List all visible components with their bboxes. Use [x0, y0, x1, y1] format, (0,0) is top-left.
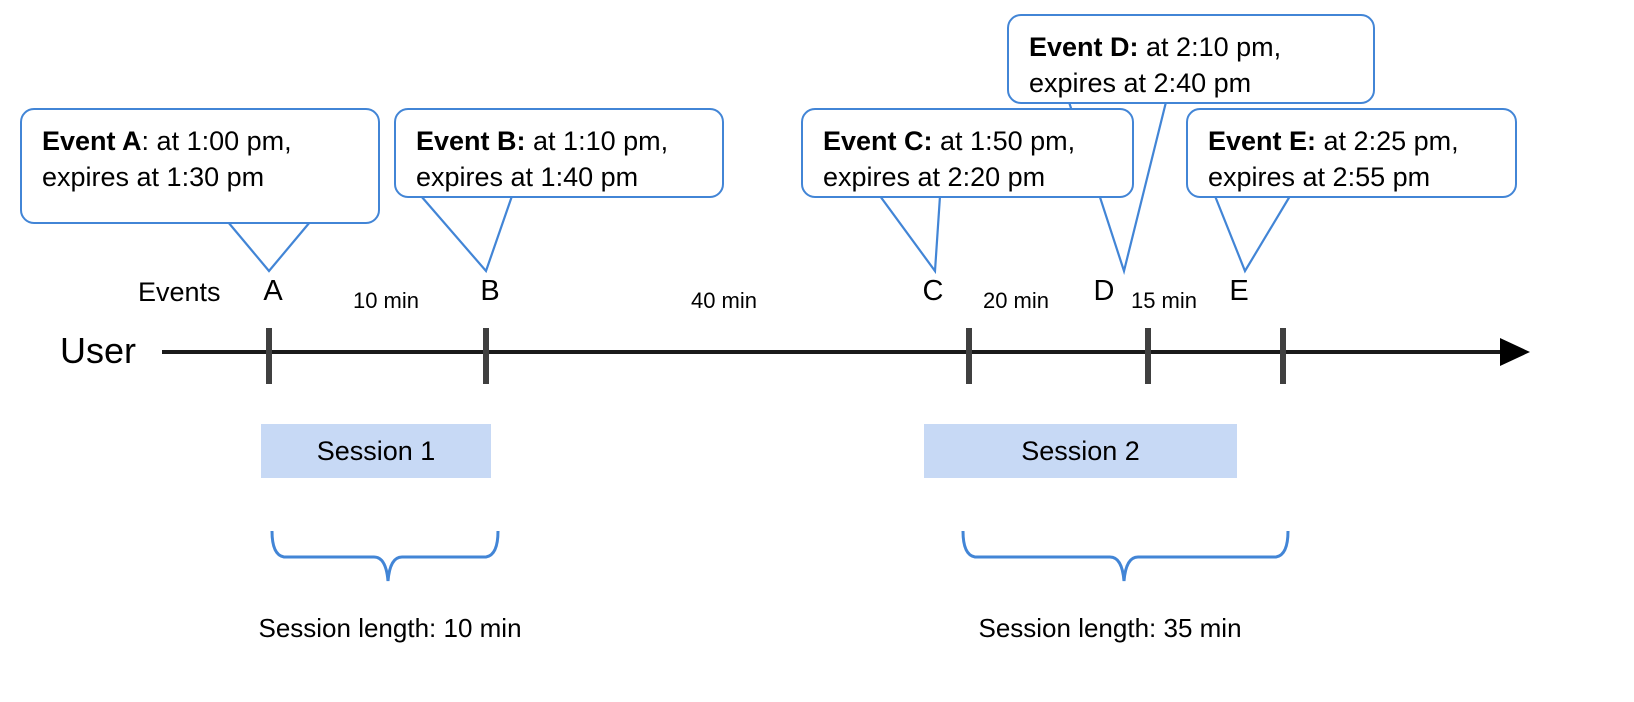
callout-tail-a: [227, 221, 311, 273]
callout-event-b[interactable]: Event B: at 1:10 pm, expires at 1:40 pm: [394, 108, 724, 198]
event-marker-c: [966, 328, 972, 384]
callout-event-d[interactable]: Event D: at 2:10 pm, expires at 2:40 pm: [1007, 14, 1375, 104]
event-markers: [266, 328, 1286, 384]
interval-label-b-c: 40 min: [690, 288, 758, 313]
axis-arrowhead: [1500, 338, 1530, 366]
callout-a-separator: :: [141, 126, 150, 156]
callout-b-title: Event B:: [416, 126, 526, 156]
event-marker-a: [266, 328, 272, 384]
interval-label-a-b: 10 min: [352, 288, 420, 313]
callout-e-line2: expires at 2:55 pm: [1208, 161, 1431, 192]
session-bar-2[interactable]: Session 2: [924, 424, 1237, 478]
marker-letter-e: E: [1229, 275, 1249, 307]
event-marker-d: [1145, 328, 1151, 384]
session-bar-1-label: Session 1: [316, 435, 436, 466]
session-bar-2-label: Session 2: [1021, 435, 1140, 466]
callout-e-title: Event E:: [1208, 126, 1317, 156]
callout-b-line2: expires at 1:40 pm: [416, 161, 639, 192]
callout-d-text: at 2:10 pm,: [1138, 32, 1282, 62]
callout-event-c[interactable]: Event C: at 1:50 pm, expires at 2:20 pm: [801, 108, 1134, 198]
event-marker-b: [483, 328, 489, 384]
callout-b-text: at 1:10 pm,: [525, 126, 669, 156]
callout-e-text: at 2:25 pm,: [1316, 126, 1459, 156]
timeline-axis: [162, 338, 1530, 366]
axis-row-label-events: Events: [138, 277, 221, 307]
session-1-brace: [270, 530, 500, 582]
callout-tail-e: [1213, 195, 1291, 274]
marker-letter-d: D: [1093, 275, 1115, 307]
marker-letter-c: C: [922, 275, 944, 307]
callout-a-text: at 1:00 pm,: [149, 126, 292, 156]
callout-tail-c: [879, 195, 942, 275]
marker-letter-b: B: [480, 275, 500, 307]
marker-letter-a: A: [263, 275, 283, 307]
callout-a-line2: expires at 1:30 pm: [42, 161, 265, 192]
callout-event-e[interactable]: Event E: at 2:25 pm, expires at 2:55 pm: [1186, 108, 1517, 198]
session-1-length-caption: Session length: 10 min: [258, 613, 522, 643]
session-bar-1[interactable]: Session 1: [261, 424, 491, 478]
callout-c-line2: expires at 2:20 pm: [823, 161, 1046, 192]
callout-d-title: Event D:: [1029, 32, 1139, 62]
callout-c-text: at 1:50 pm,: [932, 126, 1076, 156]
interval-label-c-d: 20 min: [982, 288, 1050, 313]
event-marker-e: [1280, 328, 1286, 384]
callout-tail-b: [420, 195, 514, 274]
session-2-length-caption: Session length: 35 min: [978, 613, 1242, 643]
callout-c-title: Event C:: [823, 126, 933, 156]
session-2-brace: [961, 530, 1290, 582]
interval-label-d-e: 15 min: [1130, 288, 1198, 313]
callout-event-a[interactable]: Event A: at 1:00 pm, expires at 1:30 pm: [20, 108, 380, 224]
callout-d-line2: expires at 2:40 pm: [1029, 67, 1252, 98]
callout-a-title: Event A: [42, 126, 142, 156]
axis-row-label-user: User: [60, 330, 137, 371]
